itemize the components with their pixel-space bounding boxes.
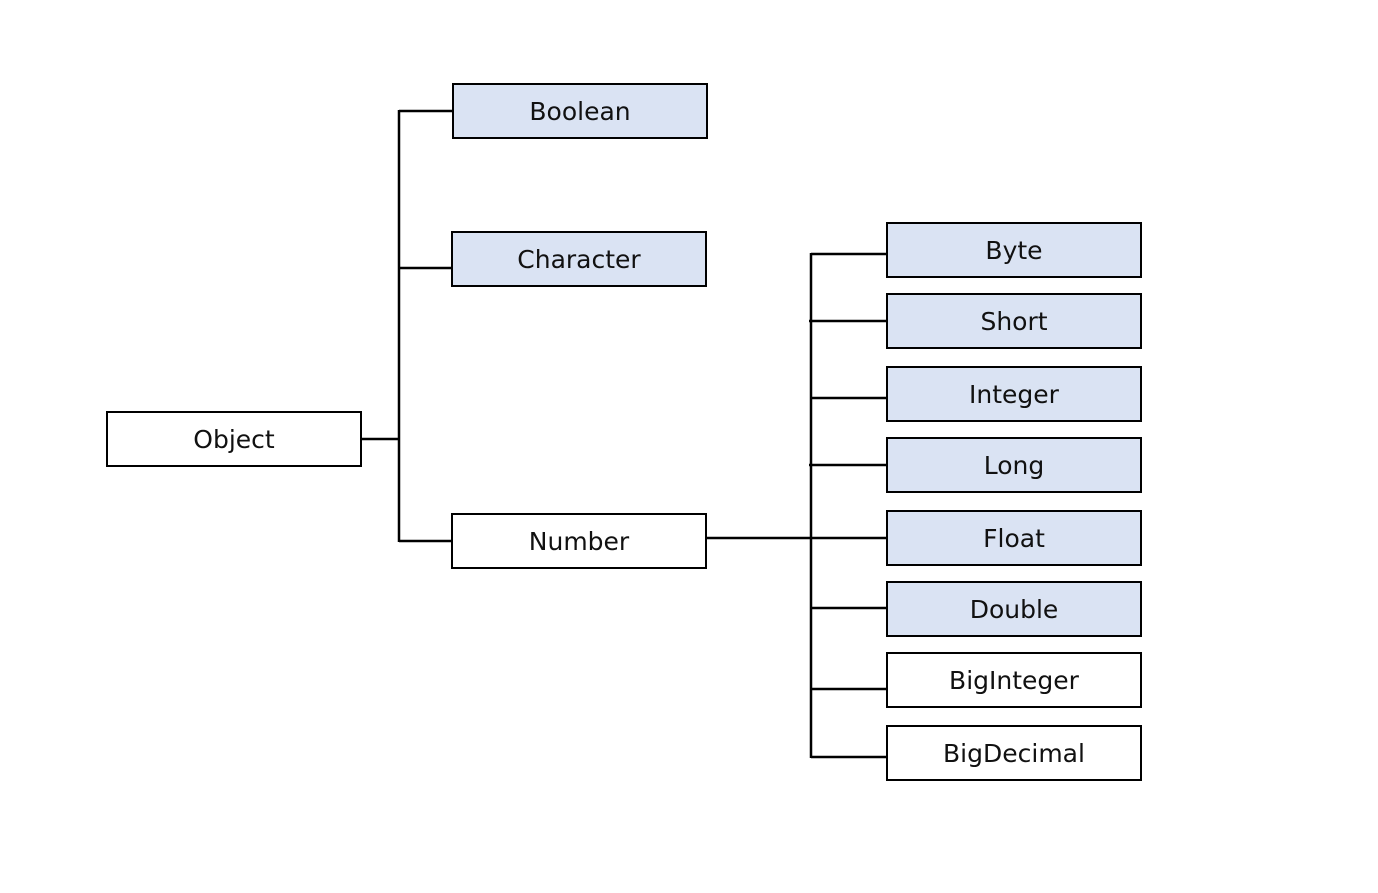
node-byte-label: Byte — [985, 235, 1043, 265]
node-character: Character — [451, 231, 707, 287]
node-biginteger-label: BigInteger — [949, 665, 1079, 695]
node-double-label: Double — [969, 594, 1059, 624]
node-object: Object — [106, 411, 362, 467]
node-bigdecimal: BigDecimal — [886, 725, 1142, 781]
node-short-label: Short — [980, 306, 1048, 336]
node-number: Number — [451, 513, 707, 569]
node-float-label: Float — [983, 523, 1045, 553]
node-boolean: Boolean — [452, 83, 708, 139]
node-number-label: Number — [528, 526, 630, 556]
node-biginteger: BigInteger — [886, 652, 1142, 708]
node-long: Long — [886, 437, 1142, 493]
node-bigdecimal-label: BigDecimal — [943, 738, 1085, 768]
node-short: Short — [886, 293, 1142, 349]
node-integer: Integer — [886, 366, 1142, 422]
node-float: Float — [886, 510, 1142, 566]
node-character-label: Character — [517, 244, 641, 274]
node-double: Double — [886, 581, 1142, 637]
node-object-label: Object — [193, 424, 275, 454]
node-long-label: Long — [983, 450, 1045, 480]
node-byte: Byte — [886, 222, 1142, 278]
node-boolean-label: Boolean — [529, 96, 631, 126]
node-integer-label: Integer — [969, 379, 1059, 409]
